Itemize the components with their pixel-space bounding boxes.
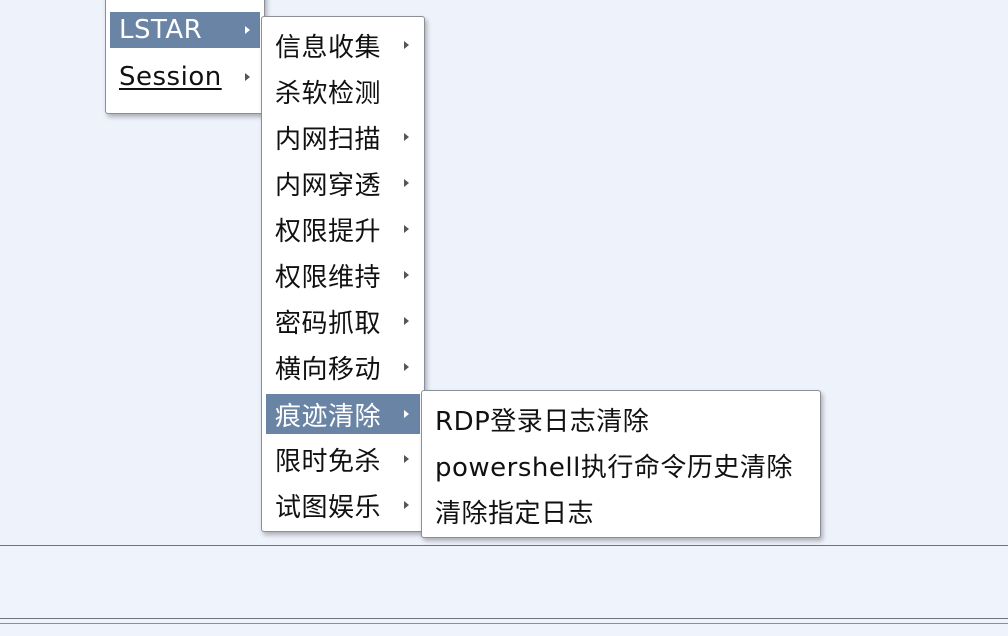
lstar-submenu: 信息收集 杀软检测 内网扫描 内网穿透 权限提升 权限维持 密码抓取 横向移动 … xyxy=(261,16,425,532)
submenu-arrow-icon xyxy=(404,225,409,233)
menu-item-label: 内网扫描 xyxy=(275,124,382,155)
menu-item-session-label: Session xyxy=(119,62,222,92)
menu-item-privilege-escalation[interactable]: 权限提升 xyxy=(266,211,420,247)
submenu-arrow-icon xyxy=(404,271,409,279)
submenu-arrow-icon xyxy=(404,455,409,463)
menu-item-timed-av-evasion[interactable]: 限时免杀 xyxy=(266,441,420,477)
main-context-menu: –– LSTAR Session xyxy=(105,0,265,114)
menu-item-label: 限时免杀 xyxy=(275,446,382,477)
menu-item-partial-top: –– xyxy=(110,0,260,5)
submenu-arrow-icon xyxy=(245,73,250,81)
menu-item-persistence[interactable]: 权限维持 xyxy=(266,257,420,293)
menu-item-label: 清除指定日志 xyxy=(435,498,595,529)
submenu-arrow-icon xyxy=(245,26,250,34)
submenu-arrow-icon xyxy=(404,410,409,418)
trace-clear-submenu: RDP登录日志清除 powershell执行命令历史清除 清除指定日志 xyxy=(421,390,821,538)
submenu-arrow-icon xyxy=(404,179,409,187)
menu-item-label: 权限提升 xyxy=(275,216,382,247)
panel-divider-middle xyxy=(0,618,1008,619)
menu-item-label: 试图娱乐 xyxy=(275,492,382,523)
submenu-arrow-icon xyxy=(404,363,409,371)
submenu-arrow-icon xyxy=(404,41,409,49)
menu-item-session[interactable]: Session xyxy=(110,59,260,95)
menu-item-lstar[interactable]: LSTAR xyxy=(110,12,260,48)
menu-item-intranet-scan[interactable]: 内网扫描 xyxy=(266,119,420,155)
menu-item-label: powershell执行命令历史清除 xyxy=(435,452,793,483)
menu-item-label: 杀软检测 xyxy=(275,78,382,109)
menu-item-label: 横向移动 xyxy=(275,354,382,385)
menu-item-password-dump[interactable]: 密码抓取 xyxy=(266,303,420,339)
lower-panel xyxy=(0,546,1008,618)
submenu-arrow-icon xyxy=(404,317,409,325)
panel-divider-top xyxy=(0,545,1008,546)
menu-item-lstar-label: LSTAR xyxy=(119,15,203,45)
submenu-arrow-icon xyxy=(404,133,409,141)
menu-item-label: 痕迹清除 xyxy=(275,401,382,432)
menu-item-av-detect[interactable]: 杀软检测 xyxy=(266,73,420,109)
menu-item-powershell-history-clear[interactable]: powershell执行命令历史清除 xyxy=(426,447,816,483)
menu-item-label: 内网穿透 xyxy=(275,170,382,201)
menu-item-label: 密码抓取 xyxy=(275,308,382,339)
panel-divider-bottom xyxy=(0,623,1008,624)
submenu-arrow-icon xyxy=(404,501,409,509)
menu-item-trace-clear[interactable]: 痕迹清除 xyxy=(266,394,420,434)
menu-item-intranet-tunnel[interactable]: 内网穿透 xyxy=(266,165,420,201)
menu-item-entertainment[interactable]: 试图娱乐 xyxy=(266,487,420,523)
menu-item-label: 权限维持 xyxy=(275,262,382,293)
menu-item-rdp-log-clear[interactable]: RDP登录日志清除 xyxy=(426,401,816,437)
menu-item-label: 信息收集 xyxy=(275,32,382,63)
menu-item-label: RDP登录日志清除 xyxy=(435,406,650,437)
menu-item-info-collect[interactable]: 信息收集 xyxy=(266,27,420,63)
menu-item-lateral-movement[interactable]: 横向移动 xyxy=(266,349,420,385)
menu-item-clear-specified-log[interactable]: 清除指定日志 xyxy=(426,493,816,529)
bottom-strip xyxy=(0,624,1008,636)
